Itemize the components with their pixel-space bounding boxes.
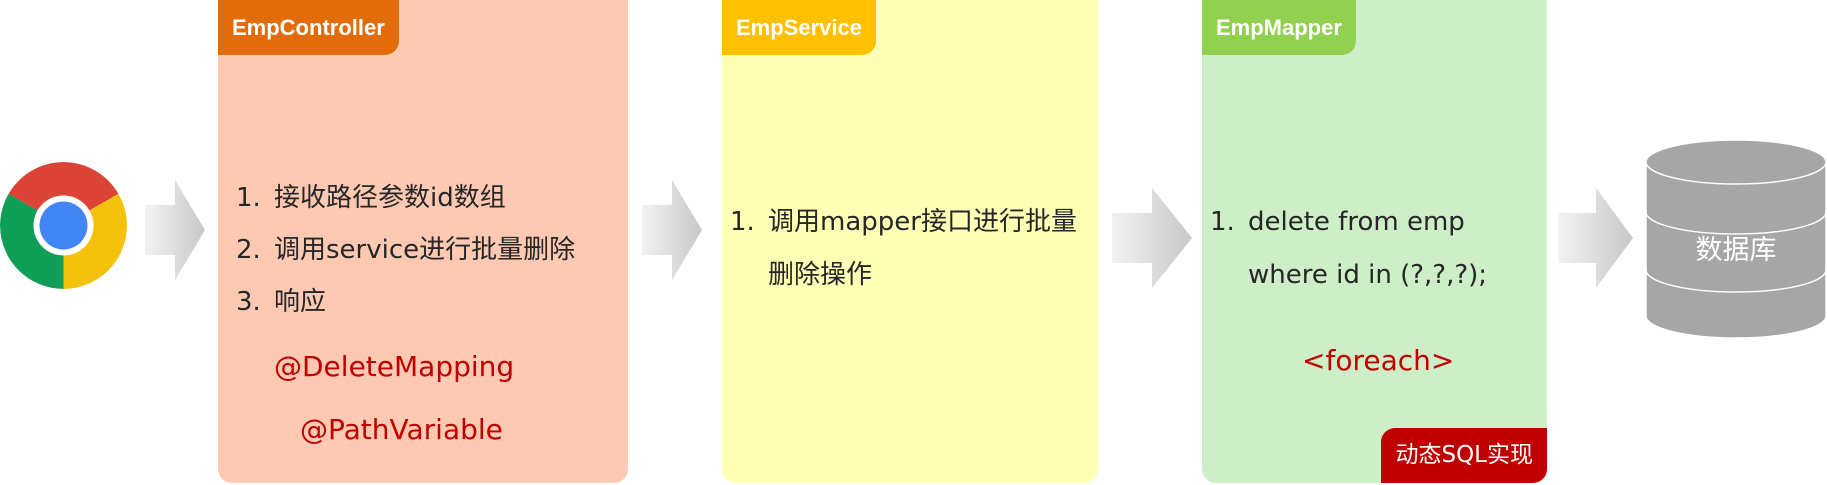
step-text: 响应 — [274, 287, 327, 317]
step-item: 2. 调用service进行批量删除 — [236, 224, 575, 276]
flow-arrow-icon — [642, 180, 702, 280]
chrome-icon — [0, 162, 127, 289]
step-text: 调用mapper接口进行批量删除操作 — [768, 207, 1077, 290]
dynamic-sql-badge: 动态SQL实现 — [1381, 428, 1547, 483]
path-variable-annotation: @PathVariable — [300, 413, 503, 446]
mapper-title: EmpMapper — [1202, 0, 1356, 55]
controller-title: EmpController — [218, 0, 399, 55]
foreach-tag: <foreach> — [1302, 344, 1455, 377]
step-text: 调用service进行批量删除 — [274, 235, 576, 265]
step-number: 3. — [236, 287, 261, 317]
step-item: 3. 响应 — [236, 276, 575, 328]
service-title: EmpService — [722, 0, 876, 55]
step-number: 1. — [730, 207, 755, 237]
database-icon: 数据库 — [1645, 140, 1827, 340]
mapper-steps: 1. delete from emp where id in (?,?,?); — [1210, 196, 1540, 302]
controller-steps: 1. 接收路径参数id数组 2. 调用service进行批量删除 3. 响应 — [236, 172, 575, 328]
delete-mapping-annotation: @DeleteMapping — [274, 350, 515, 383]
database-label: 数据库 — [1695, 235, 1777, 266]
controller-panel: EmpController 1. 接收路径参数id数组 2. 调用service… — [218, 0, 628, 483]
service-panel: EmpService 1. 调用mapper接口进行批量删除操作 — [722, 0, 1098, 483]
step-number: 1. — [236, 183, 261, 213]
step-text: 接收路径参数id数组 — [274, 183, 506, 213]
step-number: 1. — [1210, 207, 1235, 237]
step-item: 1. delete from emp where id in (?,?,?); — [1210, 196, 1540, 302]
flow-arrow-icon — [1558, 188, 1633, 288]
flow-arrow-icon — [1112, 188, 1192, 288]
step-number: 2. — [236, 235, 261, 265]
flow-arrow-icon — [145, 180, 205, 280]
mapper-panel: EmpMapper 1. delete from emp where id in… — [1202, 0, 1547, 483]
service-steps: 1. 调用mapper接口进行批量删除操作 — [730, 196, 1090, 302]
step-item: 1. 调用mapper接口进行批量删除操作 — [730, 196, 1090, 302]
step-item: 1. 接收路径参数id数组 — [236, 172, 575, 224]
step-text: delete from emp where id in (?,?,?); — [1248, 207, 1488, 290]
